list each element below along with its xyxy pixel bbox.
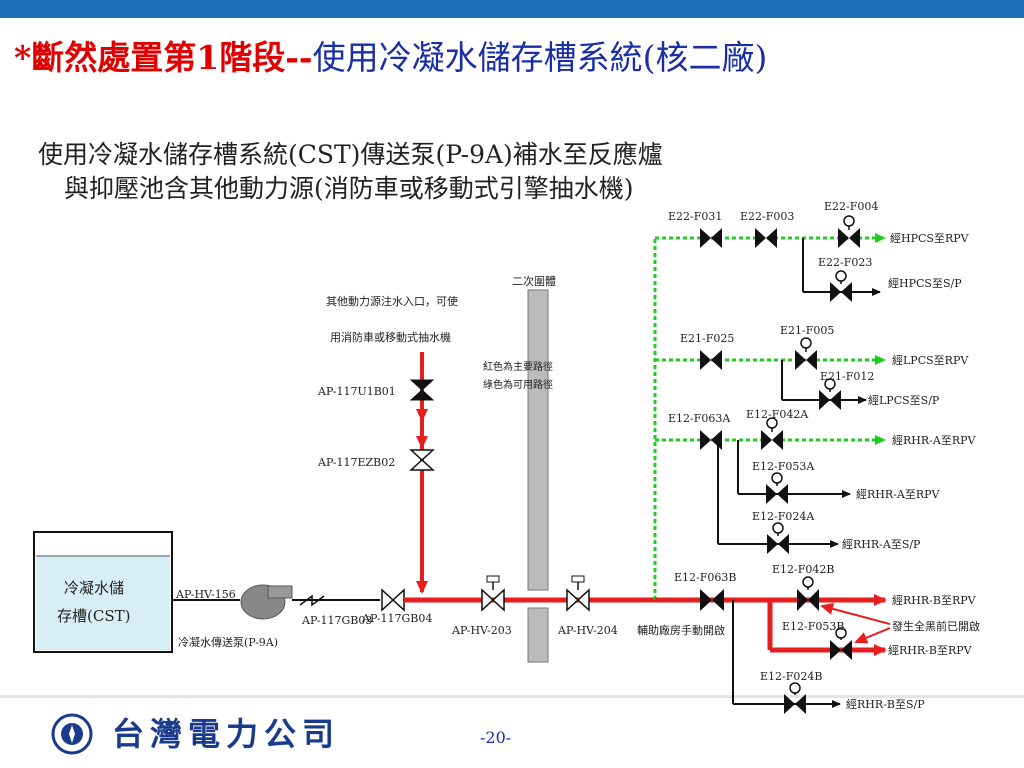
dest-rhrb-rpv-2: 經RHR-B至RPV xyxy=(888,643,973,657)
top-accent-bar xyxy=(0,0,1024,18)
valve-e21-f025 xyxy=(700,350,722,370)
secondary-containment-wall-lower xyxy=(527,607,549,663)
legend-red: 紅色為主要路徑 xyxy=(483,360,553,373)
label-e21-f012: E21-F012 xyxy=(820,370,874,383)
valve-e22-f004 xyxy=(838,215,860,248)
tank-label-line2: 存槽(CST) xyxy=(57,607,130,625)
label-ap-hv-156: AP-HV-156 xyxy=(175,588,236,601)
label-ap-hv-203: AP-HV-203 xyxy=(451,624,512,637)
valve-ap-hv-203 xyxy=(481,575,505,612)
valve-e22-f003 xyxy=(755,228,777,248)
dest-rhrb-sp: 經RHR-B至S/P xyxy=(846,697,925,711)
valve-e12-f053a xyxy=(766,472,788,504)
dest-rhra-rpv-1: 經RHR-A至RPV xyxy=(892,433,977,447)
blackout-note: 發生全黑前已開啟 xyxy=(892,619,980,633)
label-e12-f024a: E12-F024A xyxy=(752,510,815,523)
label-ap-hv-204: AP-HV-204 xyxy=(557,624,618,637)
label-e12-f024b: E12-F024B xyxy=(760,670,822,683)
valve-e12-f063a xyxy=(700,430,722,450)
footer: 台灣電力公司 -20- xyxy=(0,700,1024,768)
label-e12-f063a: E12-F063A xyxy=(668,412,731,425)
valve-e22-f031 xyxy=(700,228,722,248)
dest-rhra-sp: 經RHR-A至S/P xyxy=(842,537,921,551)
taipower-logo-icon xyxy=(51,713,93,755)
company-name: 台灣電力公司 xyxy=(112,715,341,753)
label-e22-f023: E22-F023 xyxy=(818,256,872,269)
containment-label: 二次圍體 xyxy=(512,274,556,288)
valve-e12-f063b xyxy=(700,589,724,611)
valve-e12-f024b xyxy=(784,682,806,714)
label-e12-f042b: E12-F042B xyxy=(772,563,834,576)
valve-e12-f042a xyxy=(761,417,783,450)
label-ap-117gb04: AP-117GB04 xyxy=(361,612,432,625)
aux-manual-note: 輔助廠房手動開啟 xyxy=(637,623,725,637)
diagram-heading-line1: 使用冷凝水儲存槽系統(CST)傳送泵(P-9A)補水至反應爐 xyxy=(38,140,663,169)
dest-lpcs-sp: 經LPCS至S/P xyxy=(868,393,940,407)
label-e22-f003: E22-F003 xyxy=(740,210,794,223)
external-note-line2: 用消防車或移動式抽水機 xyxy=(330,330,451,344)
title-prefix: *斷然處置第1階段-- xyxy=(14,38,313,77)
valve-e12-f042b xyxy=(797,576,819,611)
legend-green: 綠色為可用路徑 xyxy=(483,378,553,391)
label-e21-f005: E21-F005 xyxy=(780,324,834,337)
label-e12-f053b: E12-F053B xyxy=(782,620,844,633)
label-ap-117u1b01: AP-117U1B01 xyxy=(317,385,396,398)
valve-e21-f012 xyxy=(819,378,841,410)
check-valve-ap-117gb03 xyxy=(299,594,325,607)
dest-rhrb-rpv-1: 經RHR-B至RPV xyxy=(892,593,977,607)
valve-ap-117ezb02 xyxy=(409,449,435,471)
label-e22-f004: E22-F004 xyxy=(824,200,878,213)
pump-label: 冷凝水傳送泵(P-9A) xyxy=(178,635,278,649)
dest-rhra-rpv-2: 經RHR-A至RPV xyxy=(856,487,941,501)
valve-ap-117u1b01 xyxy=(409,379,435,401)
secondary-containment-wall xyxy=(527,289,549,591)
label-ap-117ezb02: AP-117EZB02 xyxy=(317,456,395,469)
valve-e12-f024a xyxy=(767,522,789,554)
label-e21-f025: E21-F025 xyxy=(680,332,734,345)
label-e12-f042a: E12-F042A xyxy=(746,408,809,421)
valve-ap-hv-204 xyxy=(566,575,590,612)
title-main: 使用冷凝水儲存槽系統(核二廠) xyxy=(312,38,768,77)
tank-label-line1: 冷凝水儲 xyxy=(64,579,124,597)
valve-e22-f023 xyxy=(830,270,852,302)
label-e22-f031: E22-F031 xyxy=(668,210,722,223)
page-title: *斷然處置第1階段--使用冷凝水儲存槽系統(核二廠) xyxy=(14,30,767,86)
diagram-heading-line2: 與抑壓池含其他動力源(消防車或移動式引擎抽水機) xyxy=(64,174,634,203)
dest-hpcs-rpv: 經HPCS至RPV xyxy=(890,231,970,245)
page-number: -20- xyxy=(480,728,512,747)
label-ap-117gb03: AP-117GB03 xyxy=(301,614,372,627)
pump-p9a xyxy=(240,584,293,620)
dest-hpcs-sp: 經HPCS至S/P xyxy=(888,276,962,290)
external-note-line1: 其他動力源注水入口，可使 xyxy=(326,294,458,308)
label-e12-f063b: E12-F063B xyxy=(674,571,736,584)
valve-e21-f005 xyxy=(795,337,817,370)
valve-e12-f053b xyxy=(830,627,852,660)
footer-divider xyxy=(0,695,1024,698)
valve-ap-117gb04 xyxy=(381,588,405,612)
label-e12-f053a: E12-F053A xyxy=(752,460,815,473)
dest-lpcs-rpv: 經LPCS至RPV xyxy=(892,353,969,367)
flow-diagram: 使用冷凝水儲存槽系統(CST)傳送泵(P-9A)補水至反應爐 與抑壓池含其他動力… xyxy=(33,140,980,700)
